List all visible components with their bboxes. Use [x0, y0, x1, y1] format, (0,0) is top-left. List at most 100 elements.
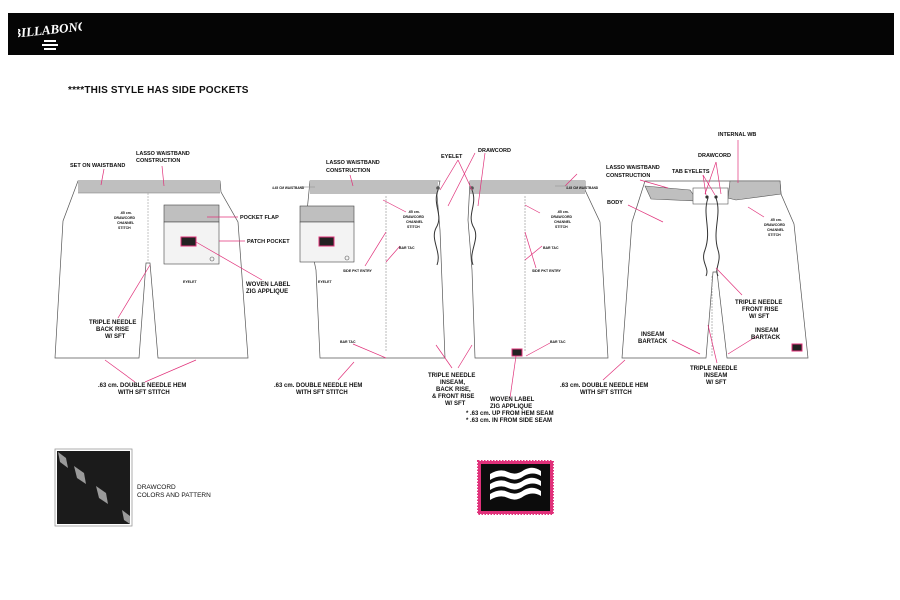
label-pocket-flap: POCKET FLAP: [240, 215, 279, 221]
svg-text:LASSO WAISTBAND: LASSO WAISTBAND: [136, 151, 190, 157]
svg-text:* .63 cm. IN FROM SIDE SEAM: * .63 cm. IN FROM SIDE SEAM: [466, 418, 552, 424]
svg-text:.63 cm. DOUBLE NEEDLE HEM: .63 cm. DOUBLE NEEDLE HEM: [560, 383, 648, 389]
svg-text:CHANNEL: CHANNEL: [554, 220, 572, 224]
svg-text:CHANNEL: CHANNEL: [406, 220, 424, 224]
label-drawcord: DRAWCORD: [478, 148, 511, 154]
svg-text:.63 cm. DOUBLE NEEDLE HEM: .63 cm. DOUBLE NEEDLE HEM: [98, 383, 186, 389]
waistband-side-left: [310, 181, 438, 194]
svg-text:INSEAM,: INSEAM,: [440, 380, 465, 386]
header-bar: [8, 13, 894, 55]
label-internal-wb: INTERNAL WB: [718, 132, 756, 138]
front-view-shorts: [621, 180, 809, 359]
swatch-caption: DRAWCORD COLORS AND PATTERN: [137, 484, 211, 499]
svg-text:W/ SFT: W/ SFT: [105, 334, 126, 340]
svg-text:DRAWCORD: DRAWCORD: [764, 223, 785, 227]
svg-text:ZIG APPLIQUE: ZIG APPLIQUE: [490, 404, 532, 410]
svg-text:FRONT RISE: FRONT RISE: [742, 307, 778, 313]
woven-label-detail: [477, 460, 554, 515]
svg-text:CHANNEL: CHANNEL: [117, 221, 135, 225]
svg-text:STITCH: STITCH: [118, 226, 131, 230]
waistband-side-right: [470, 181, 585, 194]
svg-text:TRIPLE NEEDLE: TRIPLE NEEDLE: [428, 373, 475, 379]
svg-text:CONSTRUCTION: CONSTRUCTION: [326, 168, 370, 174]
svg-text:INSEAM: INSEAM: [755, 328, 778, 334]
svg-text:.65 cm.: .65 cm.: [120, 211, 132, 215]
leader-lines-left: [100, 165, 263, 383]
woven-label-back: [180, 236, 197, 247]
svg-text:WITH SFT STITCH: WITH SFT STITCH: [580, 390, 632, 396]
svg-text:TRIPLE NEEDLE: TRIPLE NEEDLE: [735, 300, 782, 306]
side-view-shorts: [299, 180, 609, 359]
svg-text:EYELET: EYELET: [183, 280, 197, 284]
svg-text:TRIPLE NEEDLE: TRIPLE NEEDLE: [89, 320, 136, 326]
leader-lines-right: [602, 140, 765, 381]
svg-text:BAR TAC: BAR TAC: [399, 246, 415, 250]
svg-text:CHANNEL: CHANNEL: [767, 228, 785, 232]
svg-text:LASSO WAISTBAND: LASSO WAISTBAND: [326, 160, 380, 166]
svg-text:STITCH: STITCH: [555, 225, 568, 229]
svg-text:.65 cm.: .65 cm.: [770, 218, 782, 222]
drawcord-front: [703, 197, 709, 277]
label-woven-label: WOVEN LABEL: [246, 282, 291, 288]
eyelet: [209, 256, 215, 262]
svg-text:LASSO WAISTBAND: LASSO WAISTBAND: [606, 165, 660, 171]
label-eyelet: EYELET: [441, 154, 463, 160]
drawcord-swatch: [54, 448, 133, 527]
svg-text:ZIG APPLIQUE: ZIG APPLIQUE: [246, 289, 288, 295]
svg-text:STITCH: STITCH: [407, 225, 420, 229]
svg-text:DRAWCORD: DRAWCORD: [551, 215, 572, 219]
label-patch-pocket: PATCH POCKET: [247, 239, 290, 245]
svg-text:WITH SFT STITCH: WITH SFT STITCH: [118, 390, 170, 396]
drawcord-left: [433, 189, 440, 266]
svg-text:BACK RISE: BACK RISE: [96, 327, 129, 333]
woven-label-front: [791, 343, 803, 352]
patch-pocket-side: [299, 221, 355, 263]
svg-text:DRAWCORD: DRAWCORD: [698, 153, 731, 159]
waistband: [78, 181, 220, 193]
svg-text:BAR TAC: BAR TAC: [543, 246, 559, 250]
leader-lines-middle: [300, 152, 578, 399]
pocket-flap-side: [299, 205, 355, 223]
svg-text:EYELET: EYELET: [318, 280, 332, 284]
svg-text:WOVEN LABEL: WOVEN LABEL: [490, 397, 535, 403]
callout-labels: SET ON WAISTBAND LASSO WAISTBAND CONSTRU…: [70, 132, 785, 424]
svg-text:BARTACK: BARTACK: [638, 339, 668, 345]
svg-text:.65 cm.: .65 cm.: [557, 210, 569, 214]
label-body: BODY: [607, 200, 623, 206]
svg-text:.65 cm.: .65 cm.: [408, 210, 420, 214]
svg-text:.63 cm. DOUBLE NEEDLE HEM: .63 cm. DOUBLE NEEDLE HEM: [274, 383, 362, 389]
svg-text:INSEAM: INSEAM: [641, 332, 664, 338]
svg-text:W/ SFT: W/ SFT: [445, 401, 466, 407]
svg-text:TRIPLE NEEDLE: TRIPLE NEEDLE: [690, 366, 737, 372]
fly-panel: [692, 187, 729, 205]
svg-text:* .63 cm. UP FROM HEM SEAM: * .63 cm. UP FROM HEM SEAM: [466, 411, 554, 417]
svg-text:& FRONT RISE: & FRONT RISE: [432, 394, 474, 400]
woven-label-hem: [511, 348, 523, 357]
waistband-front-right: [727, 180, 782, 201]
svg-text:CONSTRUCTION: CONSTRUCTION: [136, 158, 180, 164]
drawcord-right: [470, 189, 477, 266]
svg-text:DRAWCORD: DRAWCORD: [403, 215, 424, 219]
brand-logo: BILLABONG: [18, 20, 82, 50]
svg-text:SIDE PKT ENTRY: SIDE PKT ENTRY: [532, 269, 562, 273]
svg-text:INSEAM: INSEAM: [704, 373, 727, 379]
svg-text:SIDE PKT ENTRY: SIDE PKT ENTRY: [343, 269, 373, 273]
svg-text:STITCH: STITCH: [768, 233, 781, 237]
woven-label-side: [318, 236, 335, 247]
svg-text:CONSTRUCTION: CONSTRUCTION: [606, 173, 650, 179]
pocket-flap: [163, 204, 220, 223]
svg-text:BAR TAC: BAR TAC: [550, 340, 566, 344]
svg-text:BACK RISE,: BACK RISE,: [436, 387, 471, 393]
svg-text:DRAWCORD: DRAWCORD: [114, 216, 135, 220]
svg-text:4.45 CM WAISTBAND: 4.45 CM WAISTBAND: [566, 186, 599, 190]
svg-text:W/ SFT: W/ SFT: [706, 380, 727, 386]
back-view-shorts: [54, 180, 249, 359]
svg-text:BAR TAC: BAR TAC: [340, 340, 356, 344]
side-pocket-note: ****THIS STYLE HAS SIDE POCKETS: [68, 85, 249, 96]
svg-text:WITH SFT STITCH: WITH SFT STITCH: [296, 390, 348, 396]
label-set-on-waistband: SET ON WAISTBAND: [70, 163, 125, 169]
svg-text:BARTACK: BARTACK: [751, 335, 781, 341]
label-tab-eyelets: TAB EYELETS: [672, 169, 710, 175]
svg-text:W/ SFT: W/ SFT: [749, 314, 770, 320]
